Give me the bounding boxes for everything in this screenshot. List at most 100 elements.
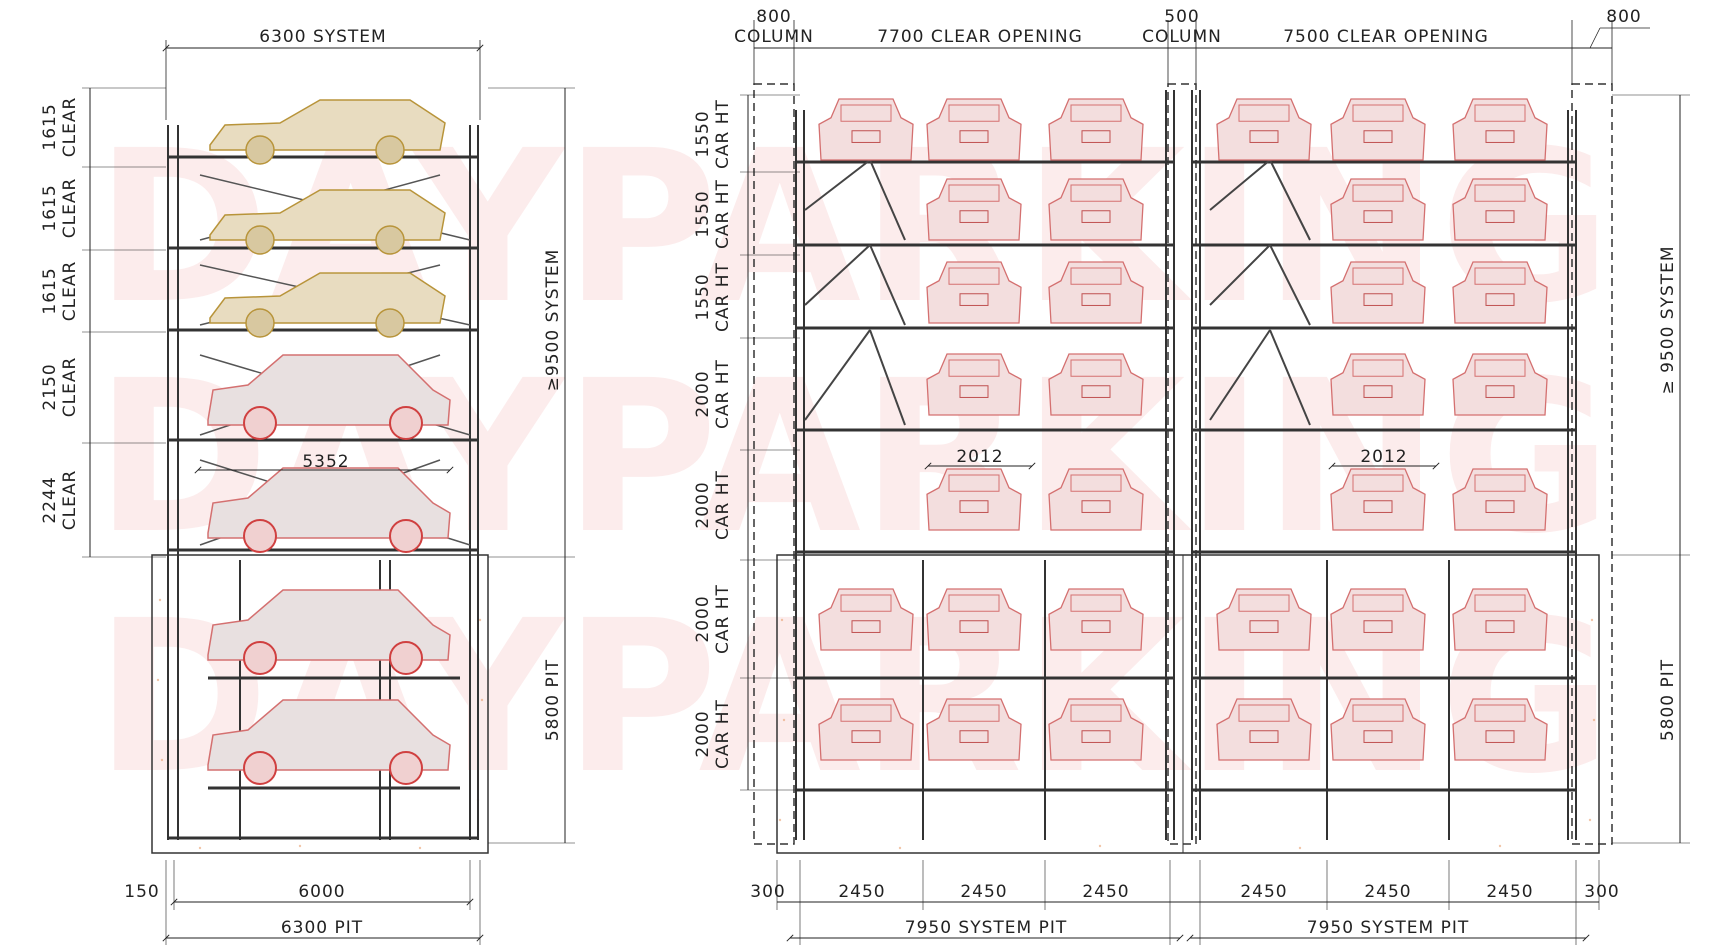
front-columns [753,83,1613,845]
front-pit-fill [778,618,1596,850]
front-edge-right-label: 300 [1584,882,1619,902]
front-col-mid-value: 500 [1164,7,1199,27]
front-car-icon [1330,98,1426,161]
front-bay-left: 2450 [960,882,1007,902]
front-col-mid-label: COLUMN [1142,27,1222,47]
front-level-label: CAR HT [713,99,733,169]
front-platforms [796,160,1576,792]
front-top-ext-lines [753,20,1613,84]
front-car-icon [1452,98,1548,161]
side-bottom-offset-label: 150 [124,882,159,902]
front-bay-right: 2450 [1240,882,1287,902]
front-level-height: 2000 [693,370,713,417]
front-car-icon [1330,588,1426,651]
front-car-icon [926,588,1022,651]
front-bottom-ext-lines [776,860,1600,945]
side-system-height-label: ≥9500 SYSTEM [543,249,563,392]
side-level-label: CLEAR [60,357,80,418]
front-car-icon [1048,353,1144,416]
front-car-icon [1216,588,1312,651]
front-car-icon [1048,178,1144,241]
side-platforms [168,155,478,840]
front-pit-depth-label: 5800 PIT [1658,659,1678,741]
front-car-icon [1048,98,1144,161]
side-level-height: 1615 [40,103,60,150]
front-braces [804,159,1311,426]
front-car-icon [1452,353,1548,416]
side-sedans [209,99,446,338]
side-level-label: CLEAR [60,97,80,158]
front-car-icon [818,698,914,761]
front-left-dim-lines [740,94,800,791]
side-left-dim-lines [82,87,166,558]
front-car-icon [1048,588,1144,651]
front-level-height: 1550 [693,190,713,237]
front-car-icon [1452,588,1548,651]
front-car-icon [1048,261,1144,324]
front-car-icon [818,588,914,651]
front-car-icon [926,261,1022,324]
side-level-labels: 1615 CLEAR 1615 CLEAR 1615 CLEAR 2150 CL… [40,97,80,531]
front-level-height: 1550 [693,110,713,157]
front-level-label: CAR HT [713,262,733,332]
front-car-icon [1452,261,1548,324]
front-car-icon [1048,698,1144,761]
side-view: 6300 SYSTEM 1615 CLEAR 1615 CLEAR 1615 C… [40,27,575,945]
front-cars [818,98,1548,761]
front-bay-left: 2450 [1082,882,1129,902]
front-col-left-value: 800 [756,7,791,27]
side-pit-width-label: 6300 PIT [281,918,363,938]
front-level-label: CAR HT [713,699,733,769]
side-level-height: 2244 [40,476,60,523]
side-level-label: CLEAR [60,470,80,531]
front-col-left-label: COLUMN [734,27,814,47]
front-system-height-label: ≥ 9500 SYSTEM [1658,245,1678,394]
front-car-icon [818,98,914,161]
side-pit-outline [151,554,489,854]
front-level-labels: 1550 CAR HT 1550 CAR HT 1550 CAR HT 2000… [693,99,733,769]
front-level-label: CAR HT [713,470,733,540]
front-pit-left-label: 7950 SYSTEM PIT [905,918,1067,938]
side-pit-fill [156,598,484,850]
side-car-length-label: 5352 [302,452,349,472]
front-edge-left-label: 300 [750,882,785,902]
front-car-icon [1452,468,1548,531]
front-car-icon [1216,98,1312,161]
front-pit-right-label: 7950 SYSTEM PIT [1307,918,1469,938]
side-level-label: CLEAR [60,178,80,239]
side-inner-width-label: 6000 [298,882,345,902]
front-level-height: 2000 [693,595,713,642]
front-car-icon [1330,353,1426,416]
front-level-height: 1550 [693,273,713,320]
side-level-height: 2150 [40,363,60,410]
front-level-label: CAR HT [713,584,733,654]
front-car-icon [926,353,1022,416]
front-car-icon [1330,698,1426,761]
front-frame-posts [795,90,1577,840]
front-car-icon [1330,261,1426,324]
front-car-icon [926,98,1022,161]
front-car-icon [1216,698,1312,761]
front-car-icon [926,178,1022,241]
side-level-height: 1615 [40,184,60,231]
side-suvs [207,354,451,785]
front-pit-outline [776,554,1600,854]
front-car-icon [1452,698,1548,761]
front-opening-right-label: 7500 CLEAR OPENING [1283,27,1489,47]
side-system-width-label: 6300 SYSTEM [259,27,386,47]
front-pallet-width-right: 2012 [1360,447,1407,467]
front-pallet-width-left: 2012 [956,447,1003,467]
front-col-right-value: 800 [1606,7,1641,27]
front-car-icon [1452,178,1548,241]
front-opening-left-label: 7700 CLEAR OPENING [877,27,1083,47]
front-level-label: CAR HT [713,359,733,429]
front-level-label: CAR HT [713,179,733,249]
front-bay-left: 2450 [838,882,885,902]
front-car-icon [926,698,1022,761]
front-bay-right: 2450 [1364,882,1411,902]
front-level-height: 2000 [693,710,713,757]
front-bay-right: 2450 [1486,882,1533,902]
front-car-icon [1330,178,1426,241]
front-car-icon [1048,468,1144,531]
